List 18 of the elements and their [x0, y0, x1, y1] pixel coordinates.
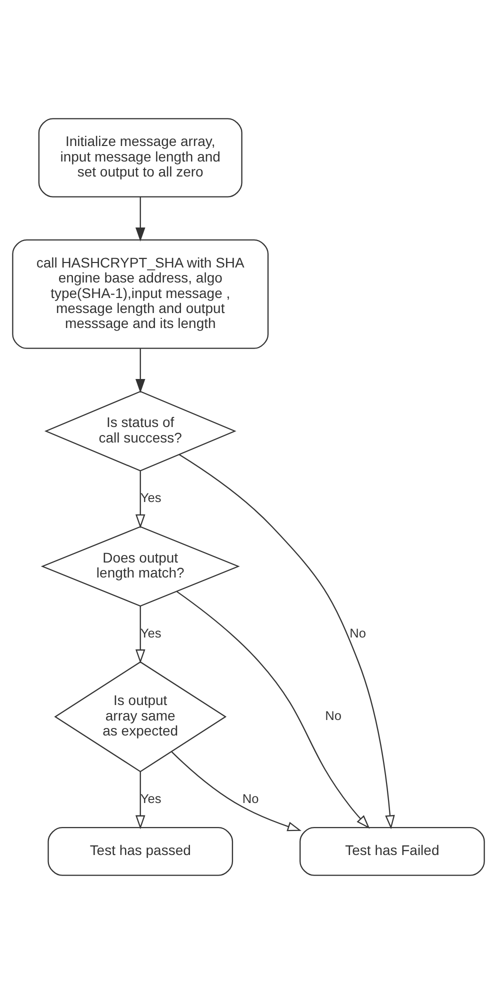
arrow — [135, 471, 146, 528]
node-box: Test has passed — [48, 826, 234, 876]
arrow — [178, 454, 395, 830]
node-box: Initialize message array, input message length and set output to all zero — [38, 118, 242, 198]
node-diamond: Does output length match? — [40, 526, 240, 607]
node-diamond: Is status of call success? — [44, 390, 236, 472]
edge-label: No — [350, 625, 366, 640]
arrow — [135, 196, 146, 242]
node-box: call HASHCRYPT_SHA with SHA engine base address, algo type(SHA-1),input message , message length and output messsage and its length — [12, 239, 269, 349]
node-diamond: Is output array same as expected — [54, 661, 227, 772]
node-box: Test has Failed — [300, 826, 485, 876]
arrow — [176, 591, 370, 829]
arrow — [135, 606, 146, 664]
edge-label: No — [242, 790, 259, 806]
edge-label: No — [325, 708, 342, 724]
arrow — [171, 752, 302, 832]
arrow — [135, 772, 146, 830]
arrow — [135, 348, 146, 393]
